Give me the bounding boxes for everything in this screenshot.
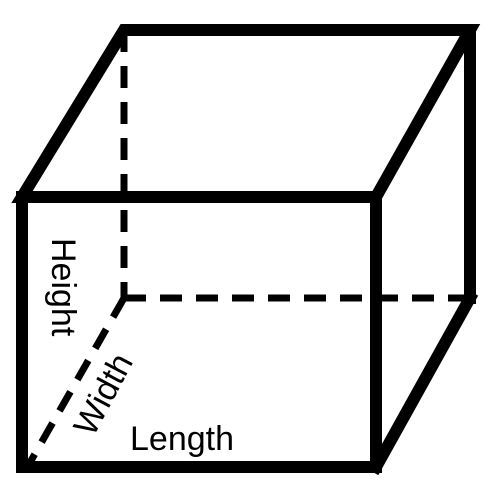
top-face [11,24,481,203]
hidden-depth-edge [24,296,128,468]
height-label: Height [44,238,82,337]
length-label: Length [130,420,234,458]
bottom-right-depth-edge [367,289,479,476]
